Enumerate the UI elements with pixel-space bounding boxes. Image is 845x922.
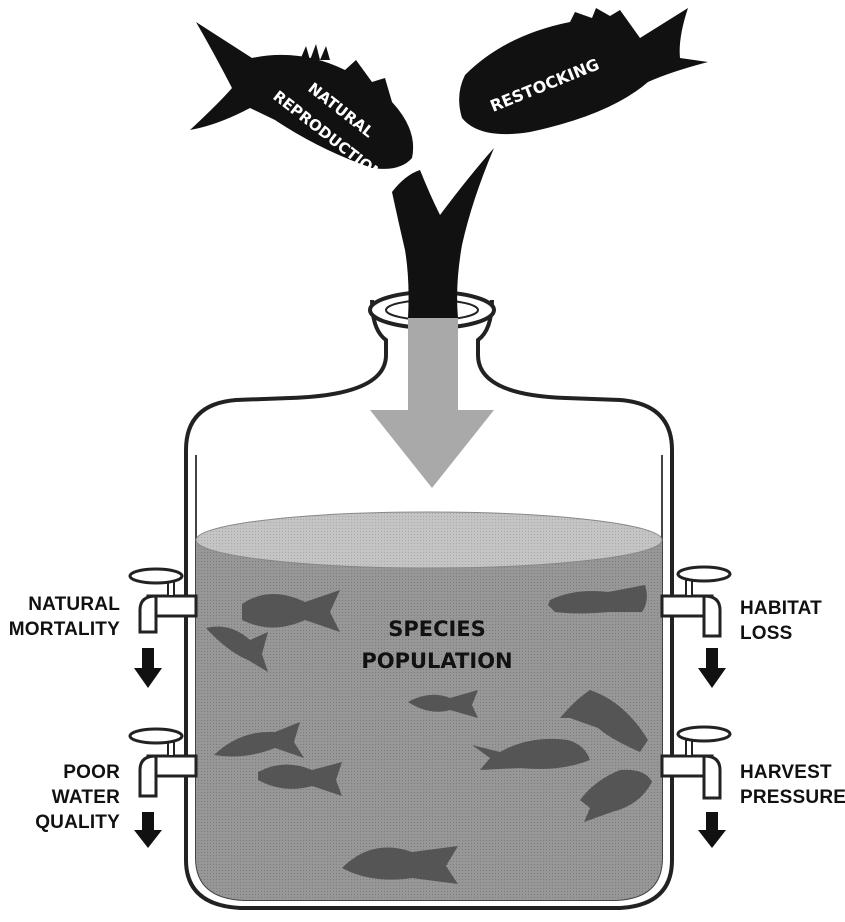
population-label-line2: POPULATION bbox=[361, 649, 512, 673]
arrow-down-poor-water-quality bbox=[134, 812, 162, 848]
arrow-down-natural-mortality bbox=[134, 648, 162, 688]
harvest-pressure-label: HARVEST PRESSURE bbox=[740, 760, 840, 810]
population-label-line1: SPECIES bbox=[388, 617, 486, 641]
natural-reproduction-fish bbox=[190, 22, 413, 169]
habitat-loss-label: HABITAT LOSS bbox=[740, 596, 840, 646]
natural-mortality-label: NATURAL MORTALITY bbox=[8, 592, 120, 642]
arrow-down-harvest-pressure bbox=[698, 812, 726, 848]
arrow-down-habitat-loss bbox=[698, 648, 726, 688]
poor-water-quality-label: POOR WATER QUALITY bbox=[8, 760, 120, 835]
water-surface bbox=[196, 512, 662, 568]
